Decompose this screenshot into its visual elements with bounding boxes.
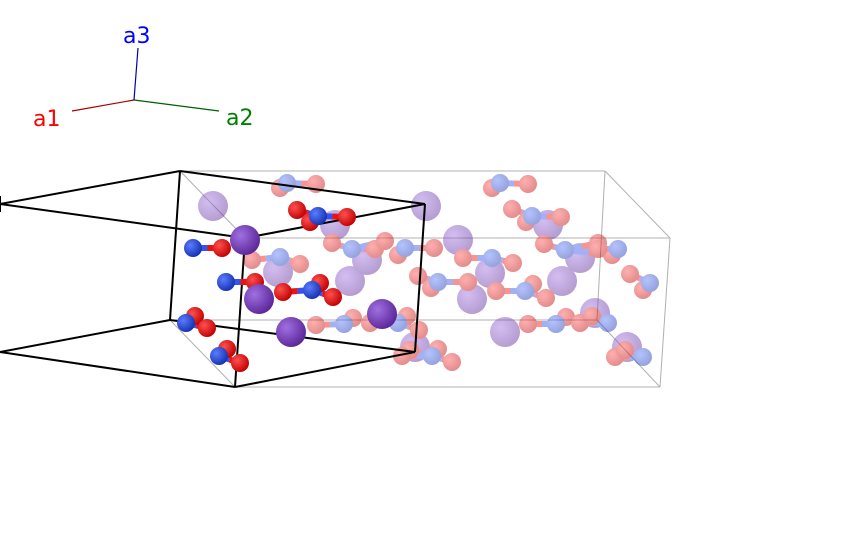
oxygen-atom[interactable] bbox=[231, 354, 249, 372]
repeated-atoms bbox=[198, 174, 659, 371]
potassium-atom[interactable] bbox=[198, 191, 228, 221]
oxygen-atom[interactable] bbox=[213, 239, 231, 257]
cell-edge bbox=[0, 351, 236, 388]
potassium-atom[interactable] bbox=[475, 258, 505, 288]
oxygen-atom[interactable] bbox=[621, 265, 639, 283]
axis-triad: a1 a2 a3 bbox=[33, 24, 253, 132]
nitrogen-atom[interactable] bbox=[491, 174, 509, 192]
oxygen-atom[interactable] bbox=[198, 319, 216, 337]
oxygen-atom[interactable] bbox=[338, 208, 356, 226]
a3-axis-label: a3 bbox=[123, 24, 150, 49]
atoms bbox=[177, 201, 397, 372]
oxygen-atom[interactable] bbox=[454, 249, 472, 267]
nitrogen-atom[interactable] bbox=[423, 347, 441, 365]
potassium-atom[interactable] bbox=[263, 257, 293, 287]
nitrogen-atom[interactable] bbox=[556, 241, 574, 259]
oxygen-atom[interactable] bbox=[410, 321, 428, 339]
oxygen-atom[interactable] bbox=[274, 283, 292, 301]
oxygen-atom[interactable] bbox=[583, 307, 601, 325]
potassium-atom[interactable] bbox=[411, 191, 441, 221]
a2-axis-line bbox=[133, 99, 220, 112]
a2-axis-label: a2 bbox=[226, 106, 253, 131]
nitrogen-atom[interactable] bbox=[396, 239, 414, 257]
a1-axis-line bbox=[71, 99, 135, 112]
nitrogen-atom[interactable] bbox=[483, 249, 501, 267]
nitrogen-atom[interactable] bbox=[177, 314, 195, 332]
cell-edge bbox=[659, 237, 671, 388]
cell-edge bbox=[179, 170, 426, 205]
oxygen-atom[interactable] bbox=[616, 341, 634, 359]
potassium-atom[interactable] bbox=[230, 225, 260, 255]
cell-edge bbox=[169, 319, 236, 388]
oxygen-atom[interactable] bbox=[409, 267, 427, 285]
cell-edge bbox=[414, 203, 426, 353]
oxygen-atom[interactable] bbox=[537, 289, 555, 307]
oxygen-atom[interactable] bbox=[376, 232, 394, 250]
oxygen-atom[interactable] bbox=[503, 200, 521, 218]
oxygen-atom[interactable] bbox=[291, 255, 309, 273]
oxygen-atom[interactable] bbox=[324, 288, 342, 306]
nitrogen-atom[interactable] bbox=[599, 314, 617, 332]
nitrogen-atom[interactable] bbox=[184, 239, 202, 257]
oxygen-atom[interactable] bbox=[425, 239, 443, 257]
oxygen-atom[interactable] bbox=[589, 240, 607, 258]
nitrogen-atom[interactable] bbox=[271, 248, 289, 266]
oxygen-atom[interactable] bbox=[323, 234, 341, 252]
oxygen-atom[interactable] bbox=[459, 273, 477, 291]
nitrogen-atom[interactable] bbox=[309, 207, 327, 225]
nitrogen-atom[interactable] bbox=[210, 347, 228, 365]
potassium-atom[interactable] bbox=[490, 317, 520, 347]
nitrogen-atom[interactable] bbox=[303, 281, 321, 299]
cell-edge bbox=[0, 170, 181, 205]
nitrogen-atom[interactable] bbox=[335, 315, 353, 333]
nitrogen-atom[interactable] bbox=[343, 240, 361, 258]
oxygen-atom[interactable] bbox=[487, 282, 505, 300]
potassium-atom[interactable] bbox=[244, 284, 274, 314]
nitrogen-atom[interactable] bbox=[641, 274, 659, 292]
nitrogen-atom[interactable] bbox=[609, 240, 627, 258]
oxygen-atom[interactable] bbox=[307, 316, 325, 334]
oxygen-atom[interactable] bbox=[504, 254, 522, 272]
cell-edge bbox=[169, 170, 181, 321]
oxygen-atom[interactable] bbox=[519, 175, 537, 193]
nitrogen-atom[interactable] bbox=[217, 273, 235, 291]
cell-edge bbox=[604, 170, 671, 239]
nitrogen-atom[interactable] bbox=[429, 273, 447, 291]
a1-axis-label: a1 bbox=[33, 107, 60, 132]
nitrogen-atom[interactable] bbox=[634, 348, 652, 366]
potassium-atom[interactable] bbox=[457, 284, 487, 314]
nitrogen-atom[interactable] bbox=[278, 174, 296, 192]
potassium-atom[interactable] bbox=[276, 317, 306, 347]
potassium-atom[interactable] bbox=[443, 225, 473, 255]
a3-axis-line bbox=[133, 47, 139, 101]
nitrogen-atom[interactable] bbox=[516, 282, 534, 300]
cell-edge bbox=[244, 203, 426, 239]
potassium-atom[interactable] bbox=[547, 266, 577, 296]
cell-edge bbox=[234, 351, 416, 388]
oxygen-atom[interactable] bbox=[535, 235, 553, 253]
oxygen-atom[interactable] bbox=[552, 208, 570, 226]
potassium-atom[interactable] bbox=[335, 266, 365, 296]
oxygen-atom[interactable] bbox=[443, 353, 461, 371]
cell-edge bbox=[0, 203, 246, 239]
nitrogen-atom[interactable] bbox=[547, 315, 565, 333]
cell-edge bbox=[0, 319, 171, 353]
oxygen-atom[interactable] bbox=[519, 315, 537, 333]
oxygen-atom[interactable] bbox=[243, 251, 261, 269]
oxygen-atom[interactable] bbox=[288, 201, 306, 219]
potassium-atom[interactable] bbox=[367, 299, 397, 329]
nitrogen-atom[interactable] bbox=[523, 207, 541, 225]
